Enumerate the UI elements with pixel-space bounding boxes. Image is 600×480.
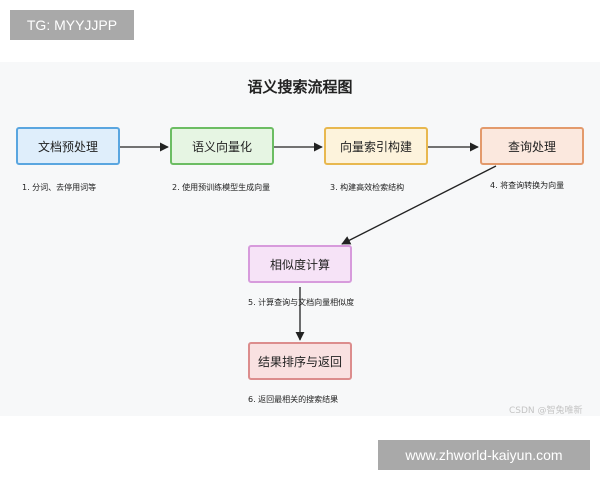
note-step-6: 6. 返回最相关的搜索结果 <box>248 395 339 404</box>
note-step-3: 3. 构建高效检索结构 <box>330 183 405 192</box>
diagram-title: 语义搜索流程图 <box>247 78 353 96</box>
node-similarity-computation: 相似度计算 <box>248 245 352 283</box>
node-semantic-vectorization: 语义向量化 <box>170 127 274 165</box>
csdn-watermark: CSDN @智兔唯新 <box>509 406 583 416</box>
tg-overlay-badge: TG: MYYJJPP <box>10 10 134 40</box>
arrow-4-to-5 <box>341 165 497 245</box>
note-step-2: 2. 使用预训练模型生成向量 <box>172 183 271 192</box>
node-document-preprocessing: 文档预处理 <box>16 127 120 165</box>
note-step-5: 5. 计算查询与文档向量相似度 <box>248 298 355 307</box>
node-result-ranking: 结果排序与返回 <box>248 342 352 380</box>
note-step-4: 4. 将查询转换为向量 <box>490 181 565 190</box>
node-vector-index-building: 向量索引构建 <box>324 127 428 165</box>
note-step-1: 1. 分词、去停用词等 <box>22 183 97 192</box>
node-query-processing: 查询处理 <box>480 127 584 165</box>
url-overlay-badge: www.zhworld-kaiyun.com <box>378 440 590 470</box>
